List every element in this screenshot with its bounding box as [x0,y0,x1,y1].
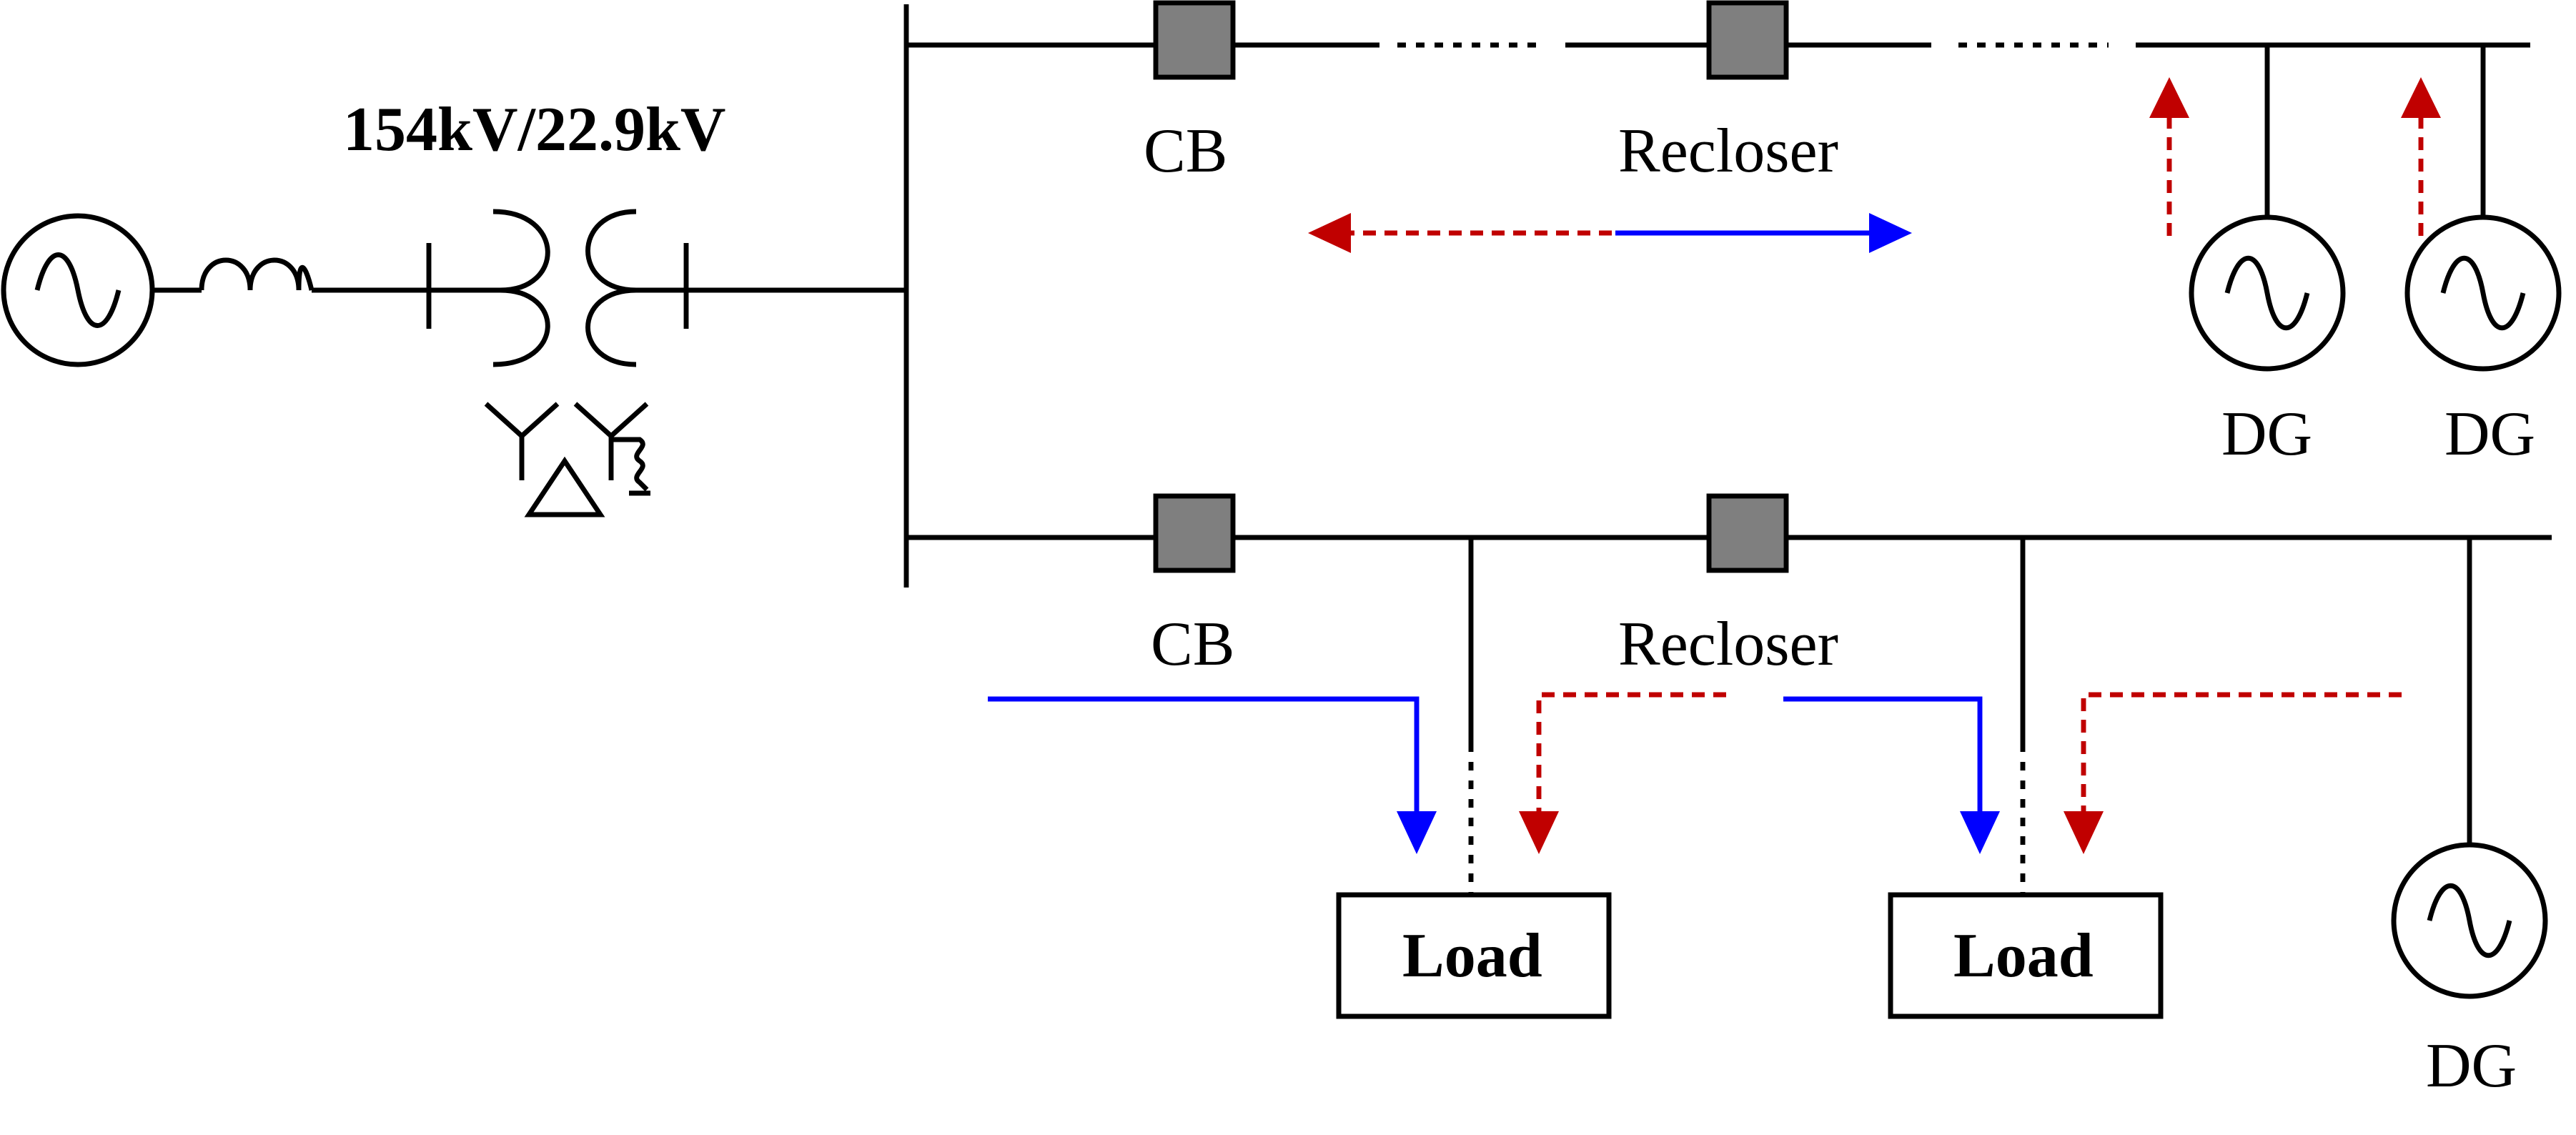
substation-transformer-icon [426,209,904,367]
winding-wye-icon [484,402,560,480]
load1-source-flow-arrow [988,696,1437,854]
bottom-recloser [1706,493,1789,573]
load-label-1: Load [1402,921,1542,991]
top-breaker-label: CB [1144,117,1227,186]
bottom-dg-generator [2391,842,2548,999]
source-inductor-icon [152,257,429,293]
top-dg-generator-1 [2189,214,2346,372]
grid-source-generator [1,213,155,367]
load-box-2: Load [1888,892,2164,1019]
top-circuit-breaker [1153,0,1236,80]
top-recloser-label: Recloser [1618,117,1838,186]
load-label-2: Load [1953,921,2094,991]
load2-dg-flow-arrow [2064,692,2402,854]
transformer-rating-label: 154kV/22.9kV [343,95,725,164]
bottom-circuit-breaker [1153,493,1236,573]
load2-source-flow-arrow [1783,696,2000,854]
winding-delta-icon [524,456,605,517]
bottom-dg-label: DG [2426,1031,2517,1101]
load1-dg-flow-arrow [1519,692,1726,854]
winding-wye-grounded-icon [573,402,650,496]
top-recloser [1706,0,1789,80]
top-dg-upward-flow-arrow-1 [2149,77,2189,236]
bottom-breaker-label: CB [1151,610,1234,679]
bottom-feeder [906,535,2552,893]
top-dg-generator-2 [2404,214,2562,372]
load-box-1: Load [1336,892,1612,1019]
top-dg-label-1: DG [2221,400,2312,469]
top-forward-flow-arrow [1615,213,1912,253]
bottom-recloser-label: Recloser [1618,610,1838,679]
top-dg-label-2: DG [2444,400,2535,469]
top-dg-upward-flow-arrow-2 [2401,77,2441,236]
top-reverse-flow-arrow [1308,213,1612,253]
